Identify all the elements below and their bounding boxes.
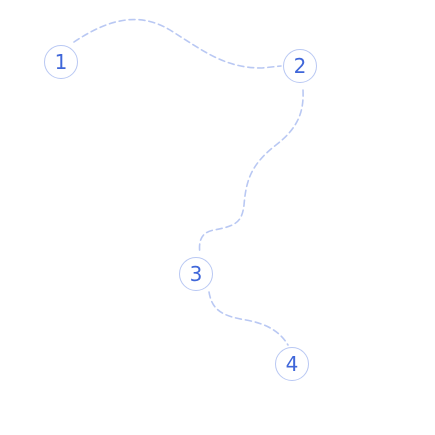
path-node-4[interactable]: 4 xyxy=(275,347,309,381)
path-node-1[interactable]: 1 xyxy=(44,45,78,79)
path-segment-1-2 xyxy=(73,18,282,69)
path-node-4-label: 4 xyxy=(285,352,299,376)
path-node-2-label: 2 xyxy=(293,54,307,78)
path-segment-2-3 xyxy=(198,89,304,255)
path-segment-3-4 xyxy=(208,291,289,346)
path-node-3[interactable]: 3 xyxy=(179,257,213,291)
path-node-1-label: 1 xyxy=(54,50,68,74)
path-node-2[interactable]: 2 xyxy=(283,49,317,83)
path-node-3-label: 3 xyxy=(189,262,203,286)
